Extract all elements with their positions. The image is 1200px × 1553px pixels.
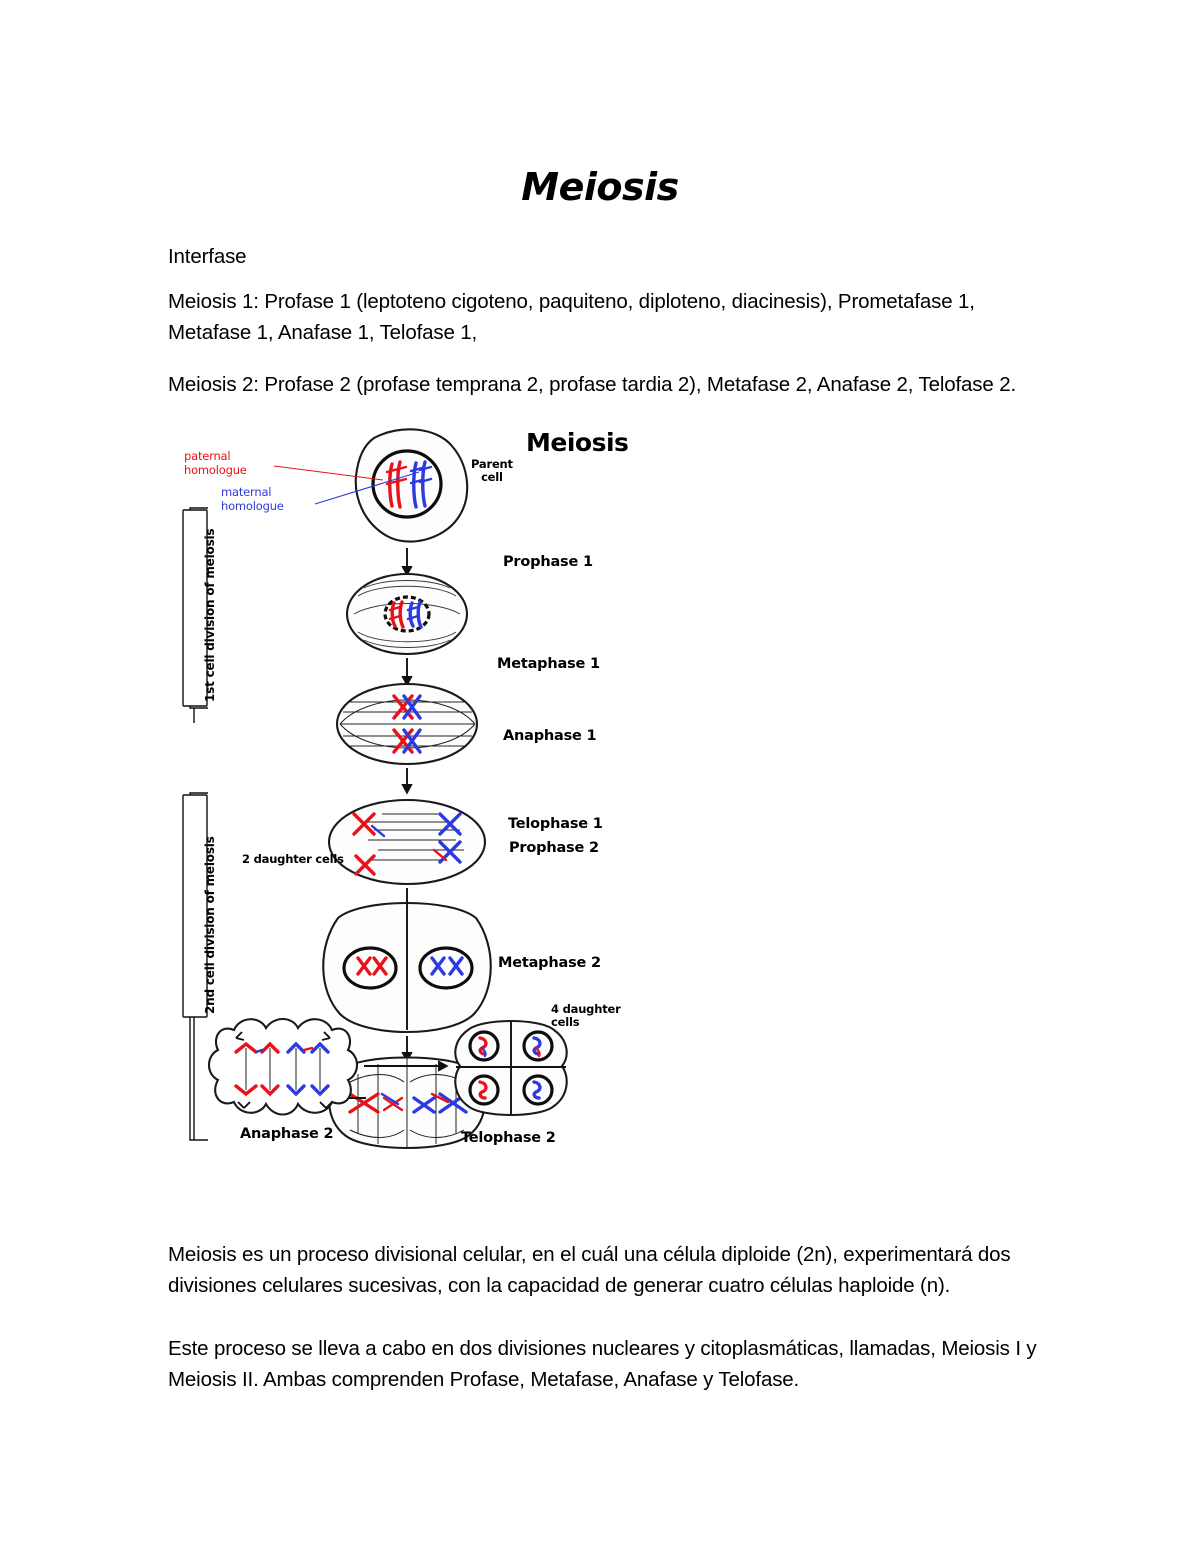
paragraph-meiosis-2: Meiosis 2: Profase 2 (profase temprana 2… [168,372,1016,396]
paragraph-meiosis-1: Meiosis 1: Profase 1 (leptoteno cigoteno… [168,289,975,344]
bracket-label-1st-division: 1st cell division of meiosis [203,528,217,702]
meiosis-diagram-graphic [182,428,568,1150]
metaphase-2-figure [328,1056,486,1150]
telophase-2-figure [454,1019,568,1117]
page-title: Meiosis [521,165,679,210]
phase-label-prophase-2: Prophase 2 [509,840,599,856]
paternal-homologue-label: paternal homologue [184,449,247,477]
phase-label-metaphase-1: Metaphase 1 [497,656,600,672]
paternal-homologue-line1: paternal [184,449,231,463]
parent-cell-figure [273,428,469,577]
two-daughter-cells-label: 2 daughter cells [242,852,344,866]
telophase-1-prophase-2-figure [322,900,492,1063]
anaphase-2-figure [207,1017,359,1116]
maternal-homologue-line2: homologue [221,498,284,513]
four-daughter-cells-label: 4 daughter cells [551,1003,621,1029]
phase-label-telophase-1: Telophase 1 [508,816,603,832]
maternal-homologue-label: maternal homologue [221,485,284,513]
division-brackets [182,507,208,1141]
phase-label-anaphase-2: Anaphase 2 [240,1126,334,1142]
phase-label-telophase-2: Telophase 2 [461,1130,556,1146]
parent-cell-label: Parent cell [471,458,513,484]
phase-label-metaphase-2: Metaphase 2 [498,955,601,971]
parent-cell-line2: cell [481,470,503,484]
paragraph-description-2: Este proceso se lleva a cabo en dos divi… [168,1336,1037,1391]
anaphase-1-figure [327,798,487,915]
metaphase-1-figure [335,682,479,795]
four-daughter-cells-line2: cells [551,1015,580,1029]
maternal-homologue-line1: maternal [221,485,272,499]
bracket-label-2nd-division: 2nd cell division of meiosis [203,836,217,1014]
phase-label-prophase-1: Prophase 1 [503,554,593,570]
phase-label-anaphase-1: Anaphase 1 [503,728,597,744]
prophase-1-figure [345,572,469,687]
paternal-homologue-line2: homologue [184,462,247,477]
paragraph-description-1: Meiosis es un proceso divisional celular… [168,1242,1011,1297]
parent-cell-line1: Parent [471,457,513,471]
meiosis-diagram: Meiosis [178,418,678,1178]
diagram-title: Meiosis [526,428,629,457]
paragraph-interfase: Interfase [168,244,247,268]
four-daughter-cells-line1: 4 daughter [551,1002,621,1016]
